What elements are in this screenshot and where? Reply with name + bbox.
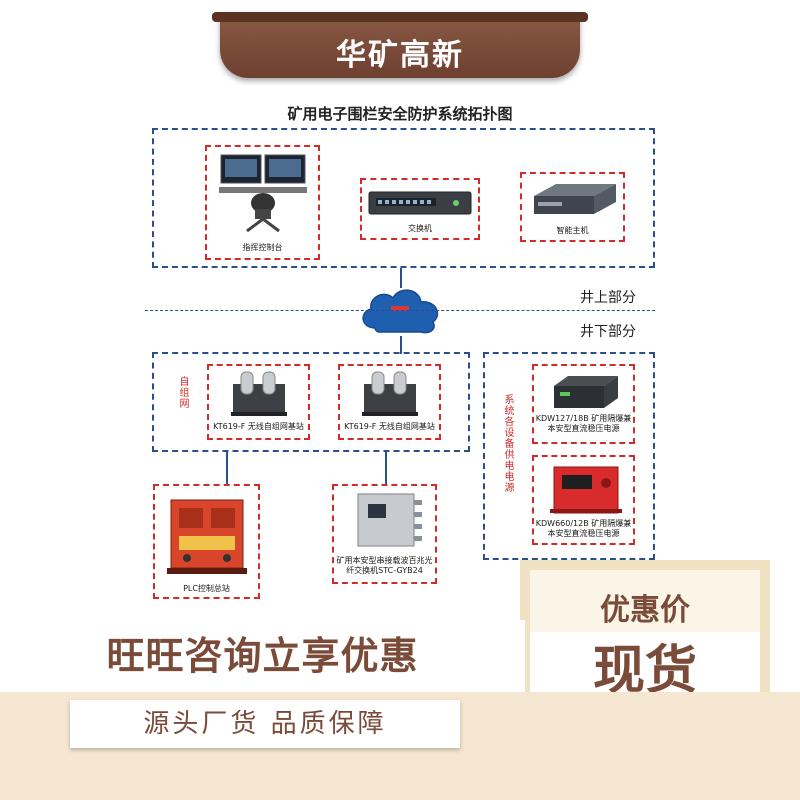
base-station-1-label: KT619-F 无线自组网基站 (213, 422, 304, 431)
device-command-console: 指挥控制台 (205, 145, 320, 260)
diagram-title: 矿用电子围栏安全防护系统拓扑图 (287, 105, 513, 123)
power-supply-icon (554, 376, 618, 408)
power-supply-icon (550, 466, 622, 514)
underground-switch-label: 矿用本安型串接载波百兆光纤交换机STC-GYB24 (336, 556, 433, 575)
power-supply-1: KDW127/18B 矿用隔爆兼本安型直流稳压电源 (532, 364, 635, 444)
connector-to-switch-down (385, 452, 387, 484)
device-label-smart-host: 智能主机 (556, 226, 589, 235)
device-label-console: 指挥控制台 (242, 243, 283, 252)
base-station-1: KT619-F 无线自组网基站 (207, 364, 310, 440)
power-group-label: 系统各设备供电电源 (502, 394, 513, 493)
promo-guarantee-banner: 源头厂货 品质保障 (70, 700, 460, 748)
device-switch: 交换机 (360, 178, 480, 240)
device-smart-host: 智能主机 (520, 172, 625, 242)
promo-consult-banner: 旺旺咨询立享优惠 (0, 620, 525, 692)
promo-price-header (530, 570, 760, 636)
plc-cabinet-icon (167, 499, 247, 574)
above-ground-group (152, 128, 655, 268)
power-supply-1-label: KDW127/18B 矿用隔爆兼本安型直流稳压电源 (535, 414, 632, 433)
switch-icon (368, 191, 472, 215)
brand-name: 华矿高新 (336, 38, 464, 73)
ground-divider (145, 310, 655, 311)
connector-cloud-below (400, 336, 402, 354)
self-network-group (152, 352, 470, 452)
label-below-ground: 井下部分 (580, 324, 636, 340)
base-station-2: KT619-F 无线自组网基站 (338, 364, 441, 440)
network-cloud-icon (362, 289, 439, 334)
base-station-2-label: KT619-F 无线自组网基站 (344, 422, 435, 431)
promo-price-label: 优惠价 (600, 593, 690, 628)
connector-above-cloud (400, 268, 402, 288)
label-above-ground: 井上部分 (580, 290, 636, 306)
switch-cabinet-icon (357, 493, 422, 547)
base-station-icon (231, 371, 287, 416)
console-icon (219, 154, 307, 233)
connector-to-plc (226, 452, 228, 484)
plc-label: PLC控制总站 (183, 584, 230, 593)
underground-switch: 矿用本安型串接载波百兆光纤交换机STC-GYB24 (332, 484, 437, 584)
power-supply-2: KDW660/12B 矿用隔爆兼本安型直流稳压电源 (532, 455, 635, 545)
base-station-icon (362, 371, 418, 416)
self-network-label: 自组网 (177, 376, 188, 409)
power-supply-2-label: KDW660/12B 矿用隔爆兼本安型直流稳压电源 (535, 519, 632, 538)
power-supply-group (483, 352, 655, 560)
device-label-switch: 交换机 (408, 224, 432, 233)
brand-banner: 华矿高新 (212, 12, 588, 78)
plc-control-station: PLC控制总站 (153, 484, 260, 599)
server-icon (534, 184, 616, 214)
